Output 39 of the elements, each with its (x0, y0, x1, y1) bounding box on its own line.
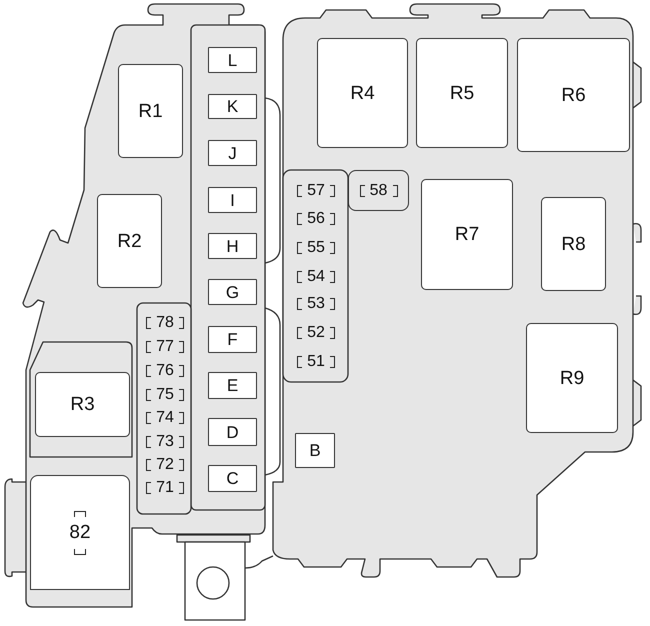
mini-fuse: 74 (146, 409, 184, 427)
relay-slot: R8 (541, 197, 606, 291)
relay-slot: R7 (421, 179, 513, 290)
fuse-slot: I (208, 187, 257, 213)
fuse-slot: C (208, 465, 257, 492)
mini-fuse: 51 (297, 353, 335, 371)
mini-fuse: 77 (146, 338, 184, 356)
fuse-slot: D (208, 418, 257, 446)
relay-slot: R4 (317, 38, 408, 148)
fuse-slot: F (208, 326, 257, 353)
relay-slot: R1 (118, 64, 183, 158)
mini-fuse: 53 (297, 295, 335, 313)
fuse-slot: L (208, 47, 257, 73)
relay-slot: R2 (97, 194, 162, 288)
relay-slot: R5 (416, 38, 508, 148)
fuse-slot: G (208, 279, 257, 305)
mini-fuse: 75 (146, 386, 184, 404)
mini-fuse: 58 (360, 182, 398, 200)
fuse-holder (30, 475, 130, 590)
relay-slot: R3 (35, 372, 130, 437)
mini-fuse: 72 (146, 456, 184, 474)
relay-slot: R6 (517, 38, 630, 152)
mini-fuse: 71 (146, 479, 184, 497)
fuse-slot: H (208, 233, 257, 259)
mini-fuse: 78 (146, 314, 184, 332)
mini-fuse: 57 (297, 182, 335, 200)
mini-fuse: 55 (297, 239, 335, 257)
fuse-slot: E (208, 372, 257, 399)
mini-fuse: 52 (297, 324, 335, 342)
mini-fuse: 82 (68, 510, 92, 554)
mini-fuse: 76 (146, 362, 184, 380)
mini-fuse: 56 (297, 210, 335, 228)
mini-fuse: 73 (146, 433, 184, 451)
mini-fuse: 54 (297, 268, 335, 286)
fuse-slot: J (208, 140, 257, 166)
fuse-slot: K (208, 94, 257, 119)
relay-slot: R9 (526, 323, 618, 433)
fuse-holder (348, 170, 409, 211)
fuse-slot: B (295, 433, 335, 468)
